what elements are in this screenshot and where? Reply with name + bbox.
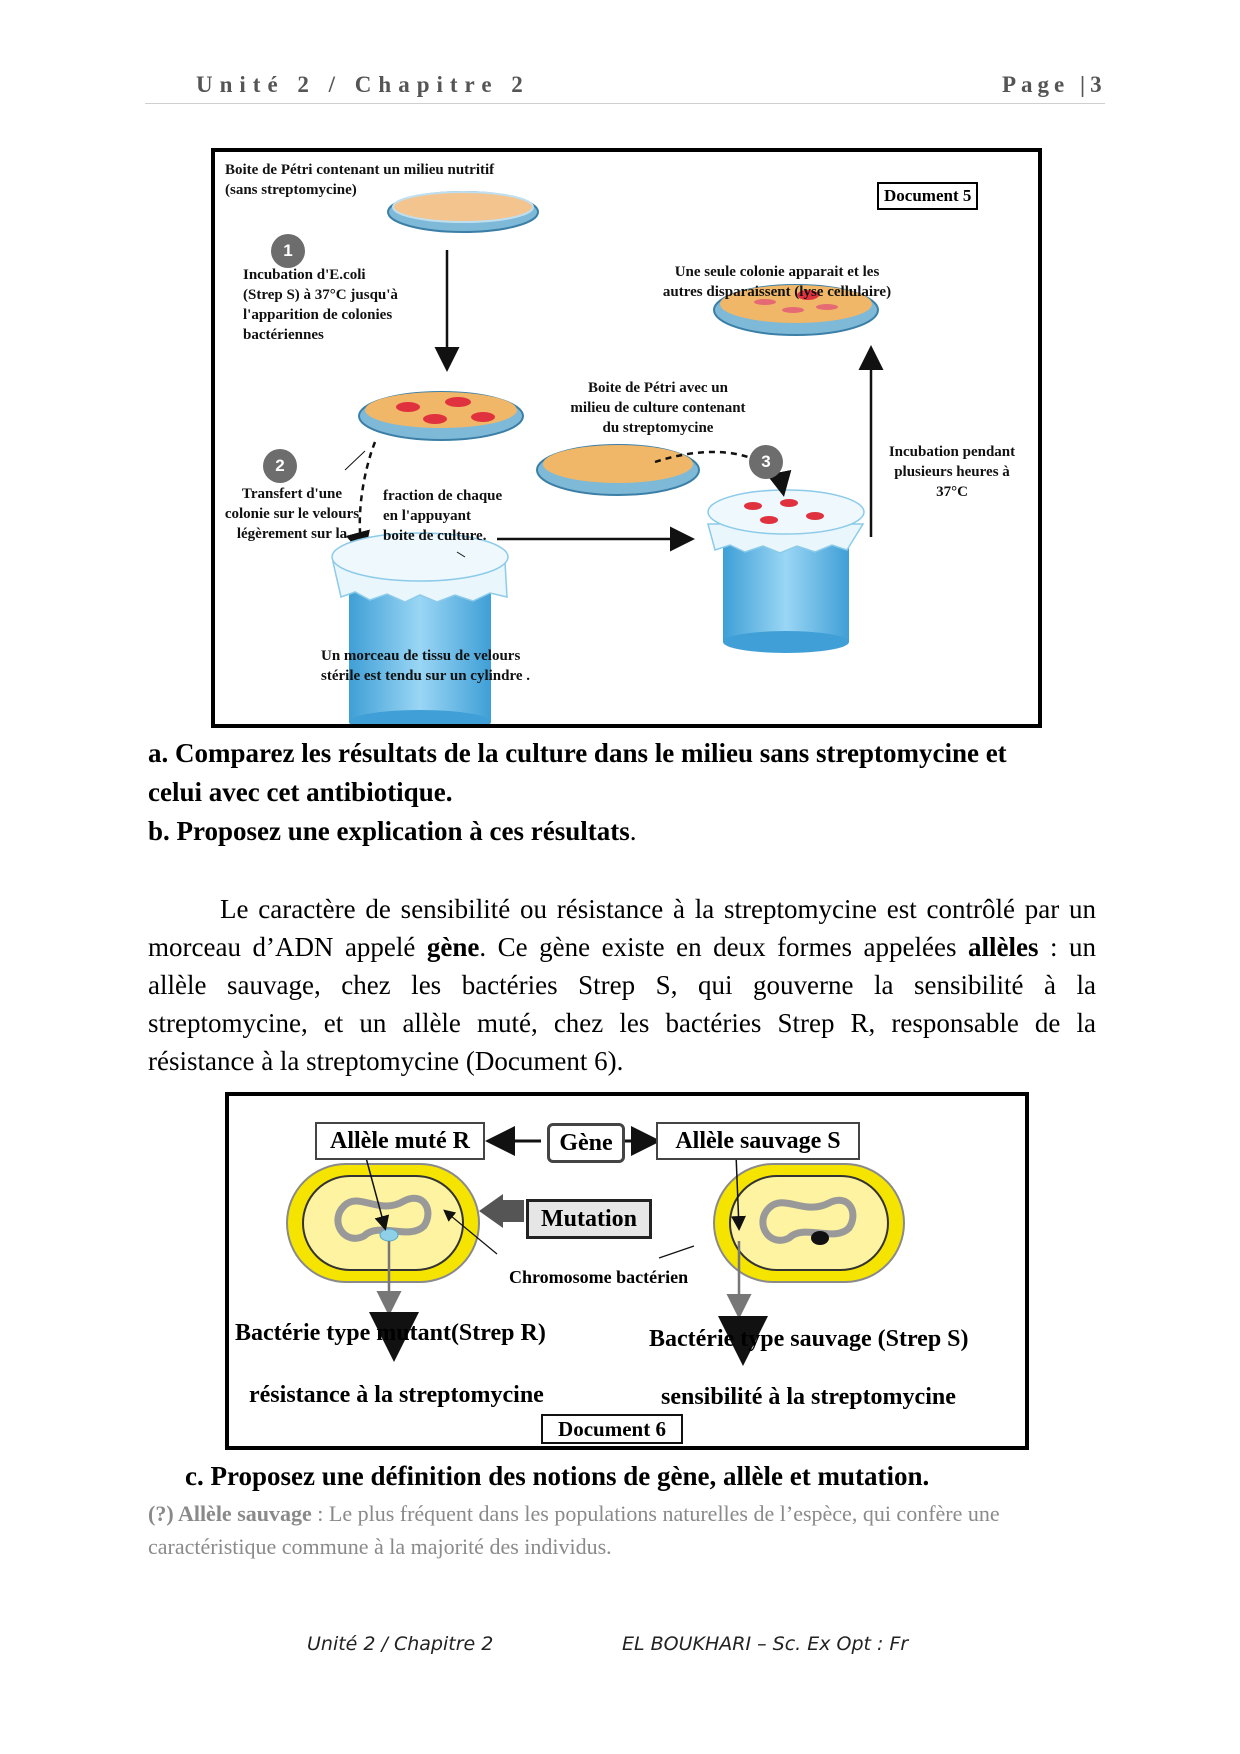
label-result: Une seule colonie apparait et les autres…: [662, 264, 892, 300]
label-petri-strep: Boite de Pétri avec un milieu de culture…: [570, 380, 746, 436]
question-b-end: .: [629, 816, 637, 846]
question-a-line2: celui avec cet antibiotique.: [148, 777, 453, 807]
pointer-sauvage: [731, 1153, 747, 1231]
header-rule: [145, 103, 1105, 104]
colony: [806, 512, 824, 520]
label-step1: Incubation d'E.coli (Strep S) à 37°C jus…: [243, 267, 398, 343]
dashed-arrow-replica: [654, 450, 792, 497]
label-velvet: Un morceau de tissu de velours stérile e…: [321, 648, 531, 684]
lysed-colony: [782, 307, 804, 313]
colony: [445, 397, 471, 407]
petri-dish-result: [713, 284, 879, 336]
note-allele-sauvage: (?) Allèle sauvage : Le plus fréquent da…: [148, 1497, 1098, 1563]
header-chapter: Unité 2 / Chapitre 2: [196, 72, 530, 97]
velvet-cylinder-right: [707, 489, 865, 653]
chromosome: [759, 1197, 857, 1244]
box-mutation: Mutation: [526, 1199, 652, 1239]
pointer-line: [456, 551, 466, 558]
label-petri-top: Boite de Pétri contenant un milieu nutri…: [225, 162, 495, 198]
petri-dish-empty: [387, 191, 539, 233]
document-6-drawing: [286, 1126, 905, 1366]
question-b: b. Proposez une explication à ces résult…: [148, 812, 636, 850]
label-resistance: résistance à la streptomycine: [249, 1382, 544, 1408]
paragraph-part: . Ce gène existe en deux formes appelées: [479, 932, 968, 962]
colony: [744, 502, 762, 510]
petri-dish-colonies: [358, 391, 524, 441]
lysed-colony: [754, 299, 776, 305]
paragraph-part: : un allèle sauvage, chez les bactéries …: [148, 932, 1096, 1076]
wild-allele-spot: [811, 1231, 829, 1245]
colony: [471, 412, 495, 422]
mutation-arrow-head: [479, 1194, 503, 1228]
header-page: Page |3: [1002, 72, 1107, 97]
gene-paragraph: Le caractère de sensibilité ou résistanc…: [148, 890, 1096, 1080]
box-allele-mute: Allèle muté R: [315, 1122, 485, 1160]
question-a-line1: a. Comparez les résultats de la culture …: [148, 738, 1007, 768]
surviving-colony: [797, 290, 819, 300]
note-text: : Le plus fréquent dans les populations …: [148, 1501, 1000, 1559]
label-sensibilite: sensibilité à la streptomycine: [661, 1384, 956, 1410]
document-5-figure: Boite de Pétri contenant un milieu nutri…: [211, 148, 1042, 728]
colony: [396, 402, 420, 412]
label-step2-right: fraction de chaque en l'appuyant boite d…: [383, 488, 503, 544]
label-step2-left: Transfert d'une colonie sur le velours l…: [224, 486, 360, 542]
term-alleles: allèles: [968, 932, 1039, 962]
label-step3: Incubation pendant plusieurs heures à 37…: [888, 444, 1016, 500]
document-6-figure: Allèle muté R Gène Allèle sauvage S Muta…: [225, 1092, 1029, 1450]
step-2-badge: 2: [263, 449, 297, 483]
colony: [780, 499, 798, 507]
pointer-line: [344, 450, 366, 471]
label-bacterie-mutant: Bactérie type mutant(Strep R): [235, 1320, 546, 1346]
lysed-colony: [816, 304, 838, 310]
note-term: (?) Allèle sauvage: [148, 1501, 312, 1526]
colony: [423, 414, 447, 424]
mutation-arrow-shaft: [503, 1200, 524, 1222]
petri-dish-streptomycin: [536, 444, 700, 496]
footer-chapter: Unité 2 / Chapitre 2: [307, 1633, 494, 1655]
question-c: c. Proposez une définition des notions d…: [185, 1461, 930, 1491]
pointer-chromosome-left: [443, 1209, 498, 1255]
box-allele-sauvage: Allèle sauvage S: [656, 1122, 860, 1160]
mutated-allele-spot: [379, 1228, 399, 1242]
pointer-chromosome-right: [658, 1245, 695, 1259]
question-b-text: b. Proposez une explication à ces résult…: [148, 816, 630, 846]
step-1-badge: 1: [271, 234, 305, 268]
step-3-badge: 3: [749, 445, 783, 479]
bacterium-wild: [713, 1163, 905, 1283]
paragraph-part: Le caractère de sensibilité ou résistanc…: [148, 894, 1096, 962]
velvet-cylinder-left: [331, 532, 509, 724]
term-gene: gène: [426, 932, 480, 962]
label-bacterie-sauvage: Bactérie type sauvage (Strep S): [649, 1326, 969, 1352]
document-6-tag: Document 6: [541, 1414, 683, 1444]
colony: [760, 516, 778, 524]
label-chromosome: Chromosome bactérien: [509, 1267, 689, 1287]
document-5-tag: Document 5: [877, 182, 979, 210]
box-gene: Gène: [547, 1123, 625, 1163]
pointer-mute: [364, 1153, 390, 1231]
footer-author: EL BOUKHARI – Sc. Ex Opt : Fr: [622, 1633, 909, 1655]
document-5-drawing: [331, 191, 884, 724]
